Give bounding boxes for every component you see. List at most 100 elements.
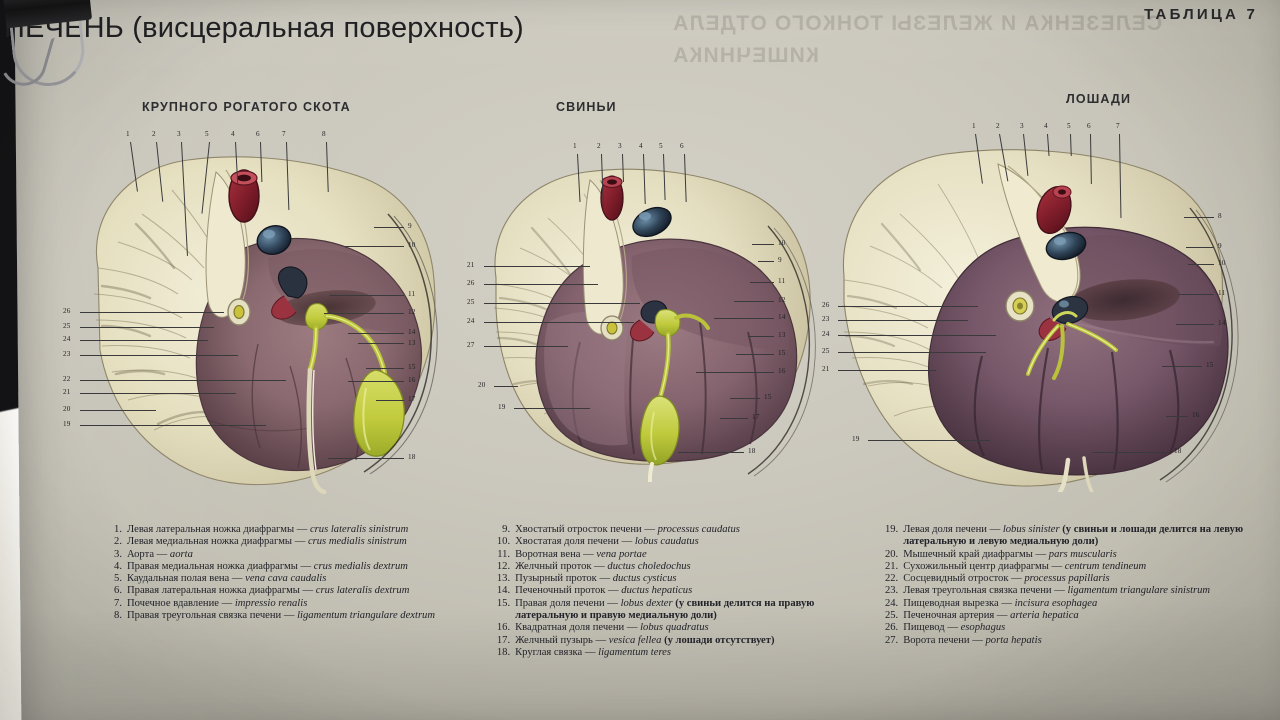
legend-item: 6.Правая латеральная ножка диафрагмы — c…	[108, 585, 474, 597]
legend-item-number: 15.	[496, 597, 511, 609]
label-pig-top-2: 2	[597, 142, 601, 150]
legend-column-2: 9. Хвостатый отросток печени — processus …	[496, 524, 862, 704]
label-horse-left-26: 26	[822, 301, 830, 309]
legend-item-russian: Левая медиальная ножка диафрагмы —	[127, 536, 308, 548]
legend-item-number: 2.	[114, 536, 122, 548]
label-pig-left-19: 19	[498, 403, 506, 411]
legend-item-russian: Левая латеральная ножка диафрагмы —	[127, 524, 310, 535]
label-pig-left-20: 20	[478, 381, 486, 389]
legend-item-latin: crus lateralis sinistrum	[309, 524, 409, 535]
label-pig-right-15: 15	[778, 349, 786, 357]
legend-item-text: Пищеводная вырезка — incisura esophagea	[903, 598, 1268, 610]
legend-item-russian: Каудальная полая вена —	[127, 573, 246, 585]
legend-item: 18.Круглая связка — ligamentum teres	[496, 647, 862, 659]
legend-item-text: Правая медиальная ножка диафрагмы — crus…	[127, 561, 474, 573]
label-cattle-left-21: 21	[63, 388, 71, 396]
label-cattle-top-3: 3	[177, 130, 181, 138]
legend-item-latin: crus medialis dextrum	[313, 560, 408, 572]
label-horse-right-11: 11	[1218, 289, 1226, 297]
legend-item-number: 13.	[496, 573, 511, 585]
label-cattle-right-18: 18	[408, 453, 416, 461]
legend-item: 17.Желчный пузырь — vesica fellea (у лош…	[496, 635, 862, 647]
label-pig-top-3: 3	[618, 142, 622, 150]
legend-item-russian: Правая треугольная связка печени —	[127, 610, 298, 622]
label-pig-top-4: 4	[639, 142, 643, 150]
legend-item-latin: lobus quadratus	[640, 622, 709, 634]
legend-item-russian: Пищевод —	[903, 622, 961, 634]
legend-item: 13.Пузырный проток — ductus cysticus	[496, 573, 862, 585]
legend-item-text: Левая треугольная связка печени — ligame…	[903, 585, 1268, 597]
legend-item-number: 19.	[884, 524, 899, 535]
legend-item: 25.Печеночная артерия — arteria hepatica	[884, 610, 1268, 622]
legend-item-russian: Аорта —	[127, 548, 170, 560]
figure-horse-liver: 1 2 3 4 5 6 7 8 9 10	[822, 112, 1242, 492]
legend-item: 19. Левая доля печени — lobus sinister (у…	[884, 524, 1268, 549]
legend-item-latin: crus medialis sinistrum	[307, 536, 407, 548]
legend-item: 2. Левая медиальная ножка диафрагмы — cru…	[108, 536, 474, 548]
label-cattle-right-9: 9	[408, 222, 412, 230]
label-cattle-top-4: 4	[231, 130, 235, 138]
legend-item-text: Пищевод — esophagus	[903, 622, 1268, 634]
legend-item: 16.Квадратная доля печени — lobus quadra…	[496, 622, 862, 634]
legend-item: 20.Мышечный край диафрагмы — pars muscul…	[884, 549, 1268, 561]
figure-pig-liver: 1 2 3 4 5 6 10 9 11 12	[462, 132, 822, 482]
legend-item: 26.Пищевод — esophagus	[884, 622, 1268, 634]
label-cattle-right-14: 14	[408, 328, 416, 336]
legend-item-text: Левая доля печени — lobus sinister (у св…	[903, 524, 1268, 549]
legend-item-latin: vena portae	[596, 548, 647, 560]
legend-item-text: Печеночная артерия — arteria hepatica	[903, 610, 1268, 622]
label-horse-top-7: 7	[1116, 122, 1120, 130]
legend-item-text: Хвостатый отросток печени — processus ca…	[515, 524, 862, 536]
label-horse-right-9: 9	[1218, 242, 1222, 250]
legend-item-number: 4.	[114, 560, 122, 572]
label-pig-right-16: 16	[778, 367, 786, 375]
legend-item-text: Правая доля печени — lobus dexter (у сви…	[515, 598, 862, 623]
legend-item-russian: Хвостатая доля печени —	[515, 536, 635, 548]
legend-item: 24.Пищеводная вырезка — incisura esophag…	[884, 598, 1268, 610]
label-horse-top-1: 1	[972, 122, 976, 130]
label-cattle-top-6: 6	[256, 130, 260, 138]
legend-item-number: 9.	[502, 524, 511, 535]
label-cattle-right-17: 17	[408, 395, 416, 403]
legend-item: 9. Хвостатый отросток печени — processus …	[496, 524, 862, 536]
legend-item: 23. Левая треугольная связка печени — lig…	[884, 585, 1268, 597]
label-horse-top-5: 5	[1067, 122, 1071, 130]
label-horse-right-16: 16	[1192, 411, 1200, 419]
legend-item-text: Левая медиальная ножка диафрагмы — crus …	[127, 536, 474, 548]
legend-item-text: Печеночный проток — ductus hepaticus	[515, 585, 862, 597]
label-cattle-left-25: 25	[63, 322, 71, 330]
legend-item-number: 5.	[114, 573, 122, 585]
label-cattle-right-16: 16	[408, 376, 416, 384]
legend-item: 4. Правая медиальная ножка диафрагмы — cr…	[108, 561, 474, 573]
legend: 1.Левая латеральная ножка диафрагмы — cr…	[108, 524, 1268, 704]
legend-item: 14.Печеночный проток — ductus hepaticus	[496, 585, 862, 597]
legend-item-text: Желчный пузырь — vesica fellea (у лошади…	[515, 635, 862, 647]
legend-item-number: 23.	[884, 585, 899, 597]
label-cattle-right-12: 12	[408, 308, 416, 316]
legend-item-latin: ductus choledochus	[607, 560, 691, 572]
legend-item-latin: esophagus	[960, 622, 1006, 634]
label-horse-top-3: 3	[1020, 122, 1024, 130]
label-horse-left-19: 19	[852, 435, 860, 443]
label-pig-right-9: 9	[778, 256, 782, 264]
legend-item-latin: impressio renalis	[234, 597, 308, 609]
legend-item-number: 7.	[114, 597, 122, 609]
legend-item-latin: processus caudatus	[657, 524, 740, 535]
label-cattle-left-23: 23	[63, 350, 71, 358]
legend-item-latin: ligamentum triangulare dextrum	[297, 610, 436, 622]
legend-item-number: 11.	[497, 548, 511, 560]
legend-item-russian: Мышечный край диафрагмы —	[903, 548, 1049, 560]
legend-item-latin: arteria hepatica	[1010, 610, 1079, 622]
label-pig-left-27: 27	[467, 341, 475, 349]
legend-item-russian: Печеночная артерия —	[903, 610, 1011, 622]
label-pig-right-10: 10	[778, 239, 786, 247]
legend-item-russian: Печеночный проток —	[515, 585, 622, 597]
legend-item-text: Ворота печени — porta hepatis	[903, 635, 1268, 647]
legend-item-number: 8.	[114, 610, 122, 622]
label-cattle-top-7: 7	[282, 130, 286, 138]
label-cattle-right-10: 10	[408, 241, 416, 249]
legend-item: 3.Аорта — aorta	[108, 549, 474, 561]
legend-item-russian: Круглая связка —	[515, 646, 599, 658]
legend-item-text: Хвостатая доля печени — lobus caudatus	[515, 536, 862, 548]
